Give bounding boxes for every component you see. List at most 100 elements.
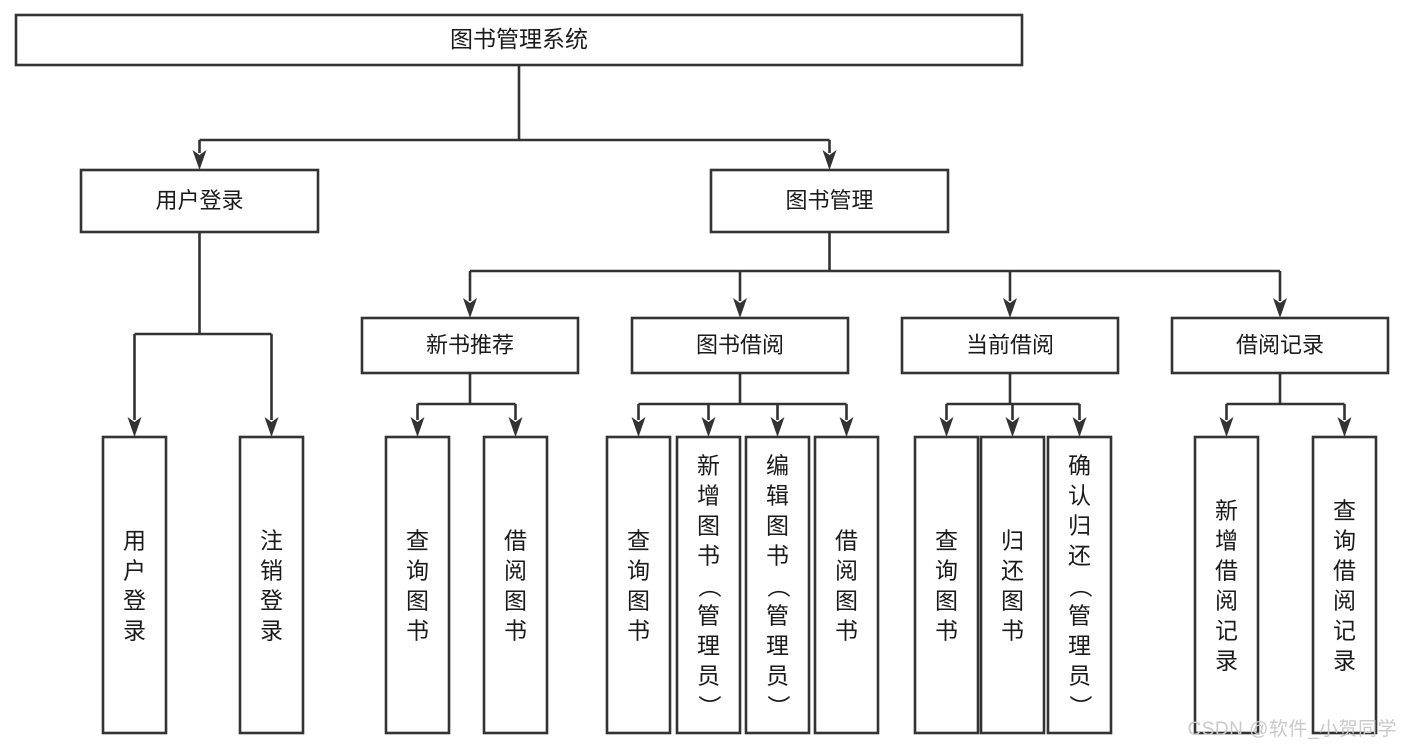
leaf-label-char: 增 <box>697 482 720 508</box>
user-login-to-leaves-arrow-1 <box>264 417 279 437</box>
leaf-label-char: 阅 <box>1215 587 1238 613</box>
leaf-label-char: 理 <box>766 632 789 658</box>
leaf-label-char: 员 <box>697 662 720 688</box>
leaf-label-char: 书 <box>835 617 858 643</box>
leaf-label-char: 录 <box>1333 647 1356 673</box>
new-book-recommend-to-leaves-arrow-0 <box>410 417 425 437</box>
node-label: 图书管理 <box>785 188 873 213</box>
leaf-label-char: 登 <box>260 587 283 613</box>
node-new-book-recommend[interactable]: 新书推荐 <box>360 316 580 375</box>
leaf-label-char: 询 <box>935 557 958 583</box>
node-book-manage[interactable]: 图书管理 <box>709 168 950 234</box>
leaf-label-char: 还 <box>1001 557 1024 583</box>
leaf-label-char: 销 <box>260 557 283 583</box>
leaf-label-char: （ <box>766 575 792 598</box>
leaf-label-char: 图 <box>504 587 527 613</box>
current-borrow-to-leaves-arrow-1 <box>1005 417 1020 437</box>
leaf-label-char: ） <box>1068 695 1094 718</box>
leaf-label-char: 记 <box>1333 617 1356 643</box>
leaf-label-char: 询 <box>627 557 650 583</box>
leaf-label-char: 书 <box>627 617 650 643</box>
current-borrow-to-leaves-arrow-0 <box>939 417 954 437</box>
leaf-label-char: 确 <box>1068 452 1091 478</box>
leaf-label-char: 借 <box>835 527 858 553</box>
leaf-label-char: 新 <box>1215 497 1238 523</box>
leaf-label-char: 借 <box>1333 557 1356 583</box>
leaf-label-char: （ <box>1068 575 1094 598</box>
node-label: 图书借阅 <box>696 332 784 357</box>
leaf-label-char: 员 <box>766 662 789 688</box>
current-borrow-to-leaves-arrow-2 <box>1072 417 1087 437</box>
book-borrow-to-leaves-arrow-2 <box>770 417 785 437</box>
node-label: 当前借阅 <box>966 332 1054 357</box>
node-current-borrow[interactable]: 当前借阅 <box>900 316 1120 375</box>
leaf-label-char: 录 <box>1215 647 1238 673</box>
leaf-label-char: 询 <box>406 557 429 583</box>
leaf-label-char: 阅 <box>504 557 527 583</box>
leaf-label-char: 查 <box>627 527 650 553</box>
leaf-label-char: 图 <box>835 587 858 613</box>
bookmanage-to-level3-arrow-2 <box>1003 298 1017 318</box>
node-borrow-record[interactable]: 借阅记录 <box>1170 316 1390 375</box>
leaf-label-char: 图 <box>627 587 650 613</box>
book-borrow-to-leaves-arrow-1 <box>701 417 716 437</box>
leaf-label-char: 注 <box>260 527 283 553</box>
leaf-label-char: 户 <box>123 557 146 583</box>
leaf-label-char: 归 <box>1068 512 1091 538</box>
leaf-label-char: 查 <box>1333 497 1356 523</box>
leaf-label-char: 阅 <box>835 557 858 583</box>
leaf-label-char: ） <box>766 695 792 718</box>
leaf-label-char: 新 <box>697 452 720 478</box>
book-borrow-to-leaves-arrow-3 <box>839 417 854 437</box>
leaf-label-char: 图 <box>697 512 720 538</box>
leaf-label-char: 书 <box>406 617 429 643</box>
borrow-record-to-leaves-arrow-0 <box>1219 417 1234 437</box>
leaf-label-char: 理 <box>1068 632 1091 658</box>
leaf-label-char: 登 <box>123 587 146 613</box>
node-leaf-user-login[interactable]: 用户登录 <box>101 435 168 735</box>
leaf-label-char: 图 <box>1001 587 1024 613</box>
leaf-label-char: 员 <box>1068 662 1091 688</box>
node-label: 借阅记录 <box>1236 332 1324 357</box>
leaf-label-char: 书 <box>504 617 527 643</box>
node-user-login[interactable]: 用户登录 <box>79 168 320 234</box>
leaf-label-char: 阅 <box>1333 587 1356 613</box>
node-book-borrow[interactable]: 图书借阅 <box>630 316 850 375</box>
book-borrow-to-leaves-arrow-0 <box>631 417 646 437</box>
connector-layer <box>127 65 1352 437</box>
node-label: 图书管理系统 <box>450 26 588 52</box>
leaf-label-char: 编 <box>766 452 789 478</box>
leaf-label-char: 图 <box>766 512 789 538</box>
root-to-level2-arrow-1 <box>822 150 837 170</box>
leaf-label-char: 录 <box>260 617 283 643</box>
node-root-system: 图书管理系统 <box>14 13 1024 67</box>
leaf-label-char: 书 <box>766 542 789 568</box>
leaf-label-char: 书 <box>1001 617 1024 643</box>
new-book-recommend-to-leaves-arrow-1 <box>508 417 523 437</box>
leaf-label-char: 借 <box>504 527 527 553</box>
leaf-label-char: 还 <box>1068 542 1091 568</box>
leaf-label-char: 录 <box>123 617 146 643</box>
user-login-to-leaves-arrow-0 <box>127 417 142 437</box>
leaf-label-char: （ <box>697 575 723 598</box>
borrow-record-to-leaves-arrow-1 <box>1337 417 1352 437</box>
root-to-level2-arrow-0 <box>192 150 207 170</box>
leaf-label-char: 借 <box>1215 557 1238 583</box>
leaf-label-char: 管 <box>1068 602 1091 628</box>
node-layer: 图书管理系统用户登录图书管理新书推荐图书借阅当前借阅借阅记录用户登录注销登录查询… <box>14 13 1390 735</box>
leaf-label-char: 记 <box>1215 617 1238 643</box>
